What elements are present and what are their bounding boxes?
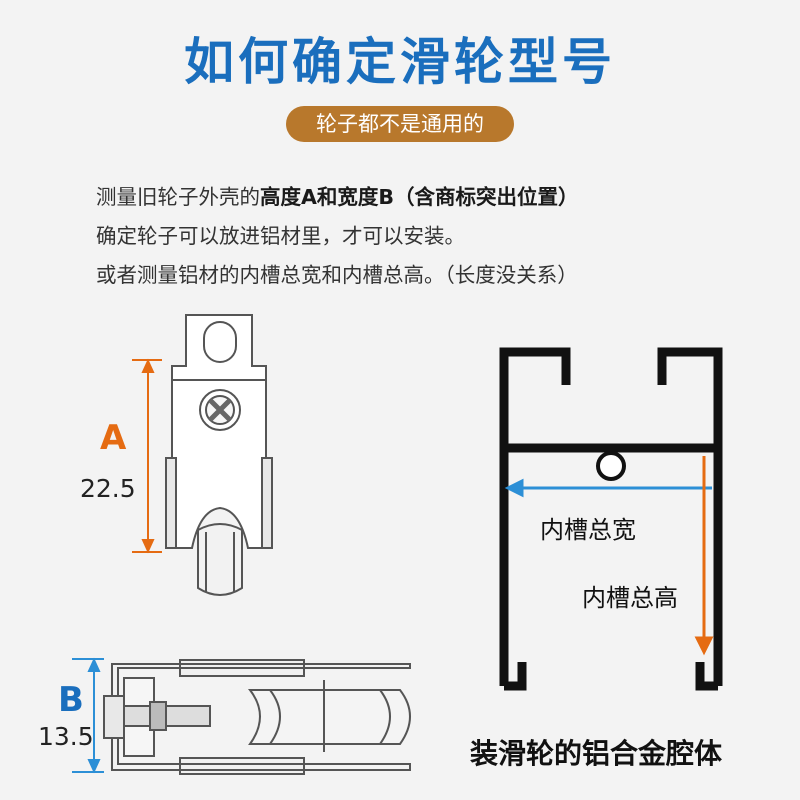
top-view-wheel-groove: [269, 689, 391, 745]
top-view-wheel: [247, 689, 411, 745]
profile-left-lip: [504, 662, 527, 691]
profile-right-wall: [657, 347, 723, 686]
inner-height-arrow: [694, 456, 714, 656]
page-title: 如何确定滑轮型号: [184, 33, 616, 91]
inner-width-label: 内槽总宽: [540, 516, 636, 544]
aluminum-profile: [499, 347, 723, 691]
top-view-logo-bump: [103, 695, 125, 739]
pulley-wheel: [197, 523, 243, 596]
instruction-line-1: 测量旧轮子外壳的高度A和宽度B（含商标突出位置）: [96, 180, 579, 210]
dimension-a-value: 22.5: [80, 474, 136, 503]
pulley-right-rib: [261, 457, 273, 549]
top-view-rail-bottom: [179, 757, 305, 775]
instruction-line-2: 确定轮子可以放进铝材里，才可以安装。: [96, 224, 465, 248]
dimension-b-value: 13.5: [38, 722, 94, 751]
notice-badge: 轮子都不是通用的: [286, 106, 514, 142]
instruction-line-1-text: 测量旧轮子外壳的: [96, 185, 260, 209]
profile-left-wall: [499, 347, 571, 686]
pulley-front-view: [165, 314, 273, 596]
pulley-slot: [203, 321, 237, 363]
dimension-b-label: B: [58, 680, 84, 720]
profile-screw-port: [596, 451, 626, 481]
screw-cross-icon: [208, 398, 232, 422]
inner-width-arrow: [504, 478, 712, 498]
inner-height-label: 内槽总高: [582, 584, 678, 612]
pulley-left-rib: [165, 457, 177, 549]
instruction-line-3: 或者测量铝材的内槽总宽和内槽总高。（长度没关系）: [96, 263, 578, 287]
dimension-a-label: A: [100, 418, 127, 458]
top-view-nut: [149, 701, 167, 731]
pulley-housing: [171, 379, 267, 549]
profile-caption: 装滑轮的铝合金腔体: [470, 737, 723, 770]
top-view-frame: [111, 663, 411, 771]
profile-right-lip: [695, 662, 718, 691]
dimension-b-marker: [72, 657, 104, 774]
pulley-top-view: [103, 659, 411, 775]
dimension-a-marker: [132, 358, 162, 554]
instruction-line-1-emphasis: 高度A和宽度B（含商标突出位置）: [260, 185, 579, 209]
